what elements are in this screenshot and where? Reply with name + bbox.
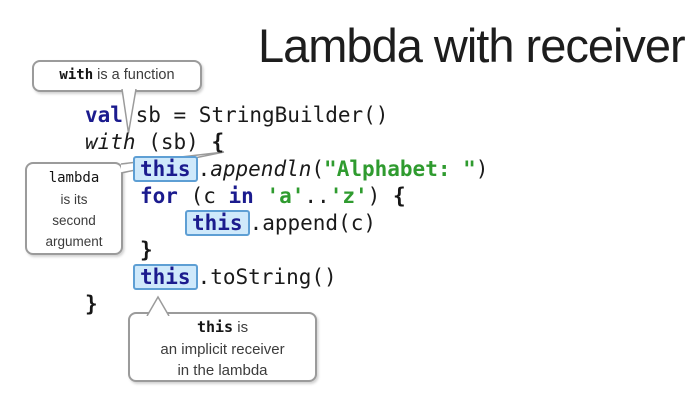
code-token: .. [304,184,330,208]
callout-lambda-argument: lambda is its second argument [25,162,123,255]
code-token: ) [475,157,489,181]
code-token-brace: { [211,130,225,154]
code-token [254,184,267,208]
code-token-function: with [85,130,136,154]
code-token: .toString() [197,265,337,289]
this-highlight: this [133,156,198,182]
code-token: (sb) [135,130,212,154]
code-line: this.toString() [85,264,488,291]
code-token: . [197,157,211,181]
callout-with-function: with is a function [32,60,202,92]
callout-with-text: is a function [93,67,175,83]
code-token: .append(c) [249,211,377,235]
code-block: val sb = StringBuilder() with (sb) { thi… [85,102,488,318]
code-token-string: "Alphabet: " [324,157,476,181]
code-token-char: 'a' [266,184,305,208]
callout-pointer-up-icon [146,295,170,316]
this-highlight: this [185,210,250,236]
callout-this-receiver: this is an implicit receiver in the lamb… [128,312,317,382]
code-line: for (c in 'a'..'z') { [85,183,488,210]
code-token-keyword: in [228,184,254,208]
code-token-brace: } [85,292,98,316]
code-token: ) [367,184,393,208]
slide-title: Lambda with receiver [258,19,686,72]
code-token-function: appendln [210,157,312,181]
code-token-keyword: for [140,184,178,208]
code-token: ( [311,157,325,181]
code-line: } [85,291,488,318]
code-token-brace: { [392,184,406,208]
callout-pointer-down-icon [121,89,137,134]
callout-lambda-line: second [52,213,96,228]
callout-with-code: with [59,67,94,83]
callout-lambda-code: lambda [48,170,100,186]
callout-lambda-line: is its [60,192,88,207]
code-token-brace: } [140,238,153,262]
code-line: this.appendln("Alphabet: ") [85,156,488,183]
callout-this-text: is [233,319,249,336]
code-token-char: 'z' [329,184,368,208]
callout-this-line1: this is [130,317,315,339]
callout-this-line2: an implicit receiver [160,340,285,358]
code-line: with (sb) { [85,129,488,156]
code-line: this.append(c) [85,210,488,237]
callout-lambda-line: argument [45,234,103,249]
callout-this-code: this [196,318,234,336]
code-token-keyword: val [85,103,123,127]
code-token: sb = StringBuilder() [122,103,389,127]
code-token: (c [177,184,229,208]
code-line: } [85,237,488,264]
code-line: val sb = StringBuilder() [85,102,488,129]
callout-this-line3: in the lambda [177,362,268,379]
this-highlight: this [133,264,198,290]
